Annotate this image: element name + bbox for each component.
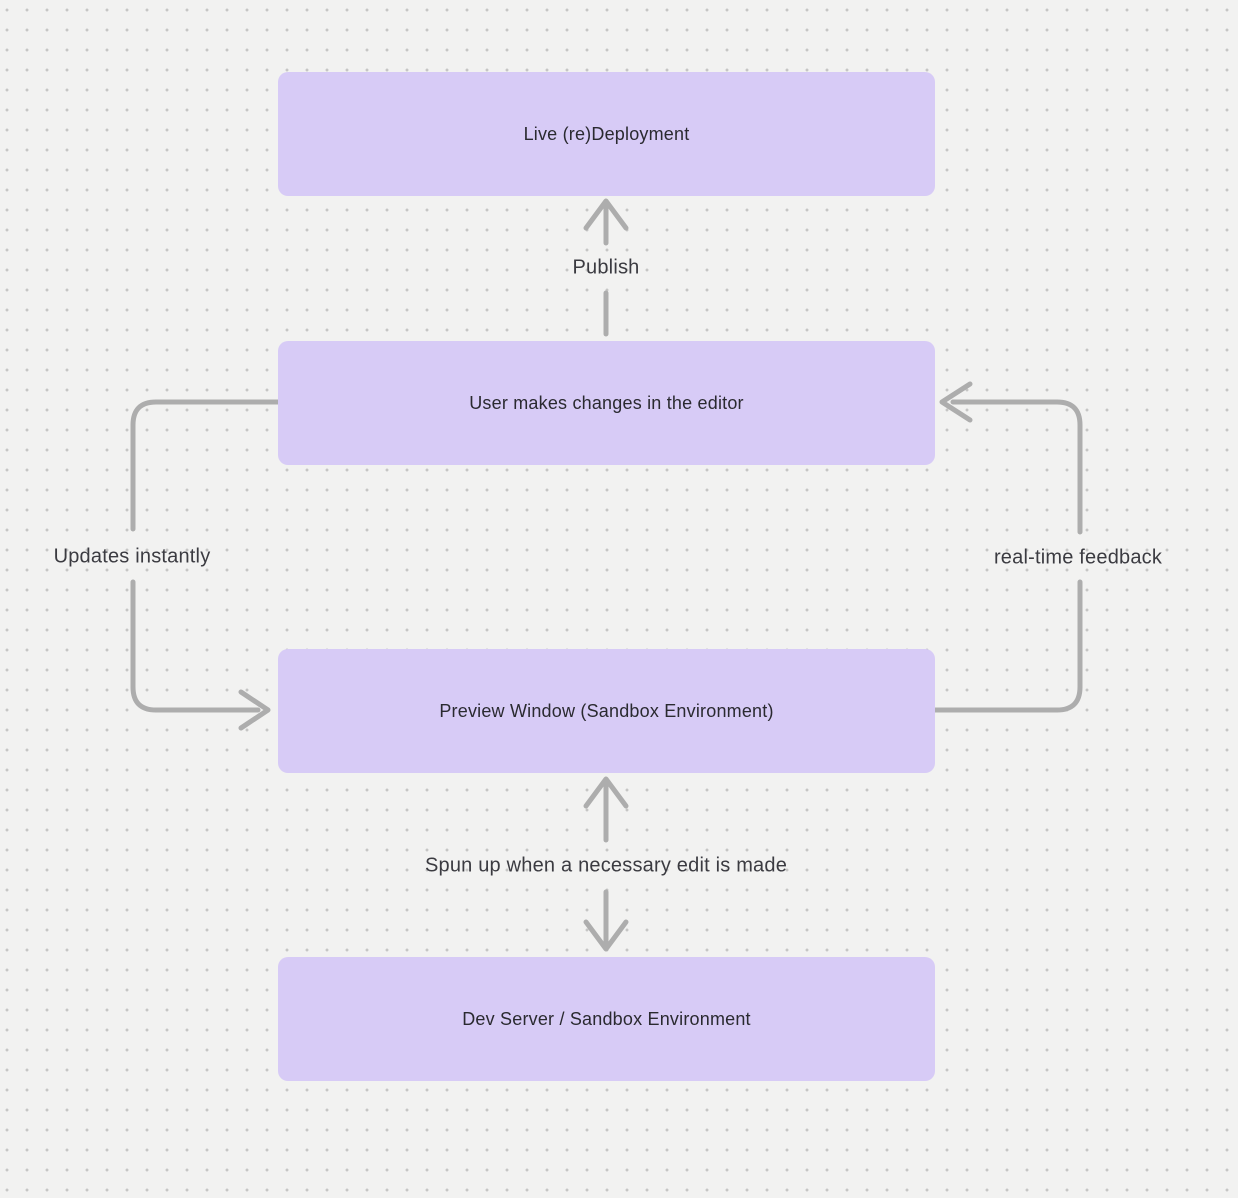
- edge-publish-arrow: [583, 198, 629, 337]
- arrow-line: [932, 579, 1083, 713]
- node-label: User makes changes in the editor: [469, 392, 744, 413]
- node-label: Dev Server / Sandbox Environment: [462, 1008, 751, 1029]
- node-label: Preview Window (Sandbox Environment): [439, 700, 774, 721]
- edge-spun-up-arrow: [583, 776, 629, 952]
- arrowhead-up-icon: [583, 198, 629, 231]
- node-live-redeployment[interactable]: Live (re)Deployment: [278, 72, 935, 196]
- arrowhead-right-icon: [238, 689, 271, 731]
- arrow-line: [130, 579, 261, 713]
- arrowhead-left-icon: [939, 381, 973, 423]
- edge-label-spun-up: Spun up when a necessary edit is made: [424, 854, 788, 877]
- node-dev-server[interactable]: Dev Server / Sandbox Environment: [278, 957, 935, 1081]
- edge-label-updates-instantly: Updates instantly: [53, 545, 211, 568]
- arrowhead-up-icon: [583, 776, 629, 809]
- node-label: Live (re)Deployment: [523, 123, 690, 144]
- arrowhead-down-icon: [583, 919, 629, 952]
- edge-label-realtime-feedback: real-time feedback: [993, 546, 1163, 569]
- edge-realtime-feedback-arrow: [932, 381, 1083, 713]
- edge-updates-instantly-arrow: [130, 399, 281, 731]
- arrow-line: [950, 399, 1083, 535]
- node-user-editor[interactable]: User makes changes in the editor: [278, 341, 935, 465]
- edge-label-publish: Publish: [572, 256, 640, 279]
- arrow-line: [130, 399, 281, 532]
- node-preview-window[interactable]: Preview Window (Sandbox Environment): [278, 649, 935, 773]
